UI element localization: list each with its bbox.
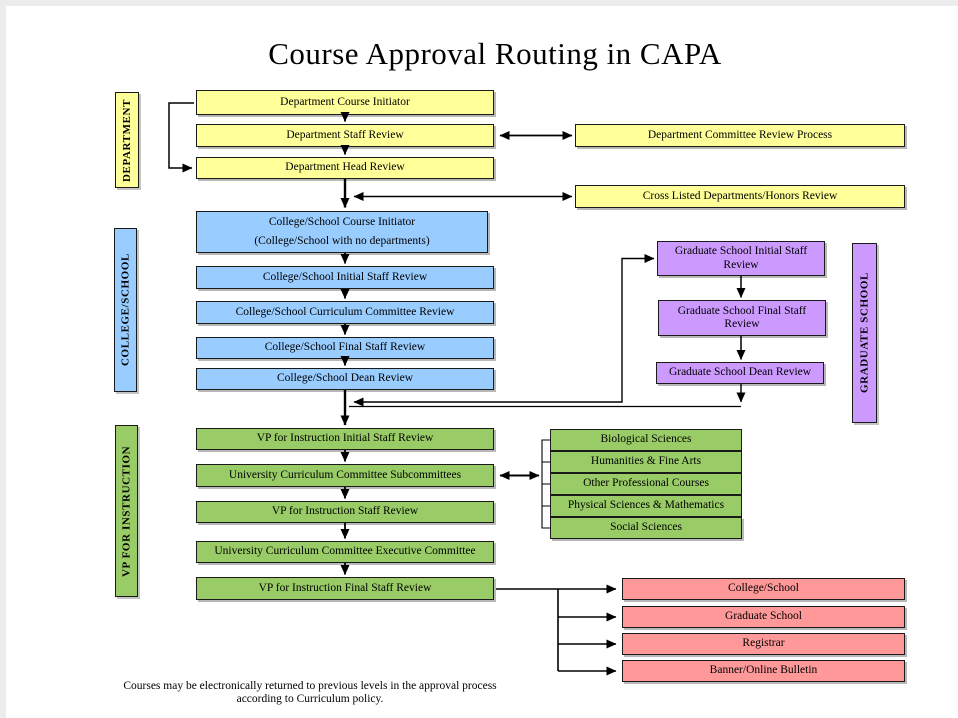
section-label-vp-for-instruction: VP FOR INSTRUCTION xyxy=(115,425,138,597)
box-graduate-school-dean-review: Graduate School Dean Review xyxy=(656,362,824,384)
box-college-school-curriculum-committee-review: College/School Curriculum Committee Revi… xyxy=(196,301,494,324)
box-college-school-final-staff-review: College/School Final Staff Review xyxy=(196,337,494,359)
box-college-school-initial-staff-review: College/School Initial Staff Review xyxy=(196,266,494,289)
arrow-initiator-loop-to-head xyxy=(168,102,194,173)
footnote-line2: according to Curriculum policy. xyxy=(236,693,384,706)
footnote-line1: Courses may be electronically returned t… xyxy=(123,680,497,692)
box-output-college-school: College/School xyxy=(622,578,905,600)
box-department-head-review: Department Head Review xyxy=(196,157,494,179)
bracket-subcommittee-list xyxy=(541,439,550,529)
box-department-committee-review-process: Department Committee Review Process xyxy=(575,124,905,147)
course-initiator-line2: (College/School with no departments) xyxy=(254,234,430,247)
box-subcommittee-biological-sciences: Biological Sciences xyxy=(550,429,742,451)
course-initiator-line1: College/School Course Initiator xyxy=(268,216,416,229)
box-college-school-course-initiator: College/School Course Initiator (College… xyxy=(196,211,488,253)
section-label-department: DEPARTMENT xyxy=(115,92,139,188)
box-subcommittee-social-sciences: Social Sciences xyxy=(550,517,742,539)
box-vp-instruction-initial-staff-review: VP for Instruction Initial Staff Review xyxy=(196,428,494,450)
footnote: Courses may be electronically returned t… xyxy=(105,680,515,707)
page-edge-left xyxy=(0,0,6,718)
box-college-school-dean-review: College/School Dean Review xyxy=(196,368,494,390)
box-subcommittee-other-professional-courses: Other Professional Courses xyxy=(550,473,742,495)
box-ucc-executive-committee: University Curriculum Committee Executiv… xyxy=(196,541,494,563)
section-label-graduate-school: GRADUATE SCHOOL xyxy=(852,243,877,423)
box-ucc-subcommittees: University Curriculum Committee Subcommi… xyxy=(196,464,494,487)
box-output-graduate-school: Graduate School xyxy=(622,606,905,628)
box-cross-listed-departments-honors-review: Cross Listed Departments/Honors Review xyxy=(575,185,905,208)
box-output-banner-online-bulletin: Banner/Online Bulletin xyxy=(622,660,905,682)
box-subcommittee-humanities-fine-arts: Humanities & Fine Arts xyxy=(550,451,742,473)
page-title: Course Approval Routing in CAPA xyxy=(268,36,722,71)
box-subcommittee-physical-sciences-mathematics: Physical Sciences & Mathematics xyxy=(550,495,742,517)
box-graduate-school-initial-staff-review: Graduate School Initial Staff Review xyxy=(657,241,825,276)
box-graduate-school-final-staff-review: Graduate School Final Staff Review xyxy=(658,300,826,336)
box-output-registrar: Registrar xyxy=(622,633,905,655)
box-vp-instruction-staff-review: VP for Instruction Staff Review xyxy=(196,501,494,523)
box-department-staff-review: Department Staff Review xyxy=(196,124,494,147)
page-edge-top xyxy=(0,0,958,6)
box-vp-instruction-final-staff-review: VP for Instruction Final Staff Review xyxy=(196,577,494,600)
section-label-college-school: COLLEGE/SCHOOL xyxy=(114,228,137,392)
box-department-course-initiator: Department Course Initiator xyxy=(196,90,494,115)
